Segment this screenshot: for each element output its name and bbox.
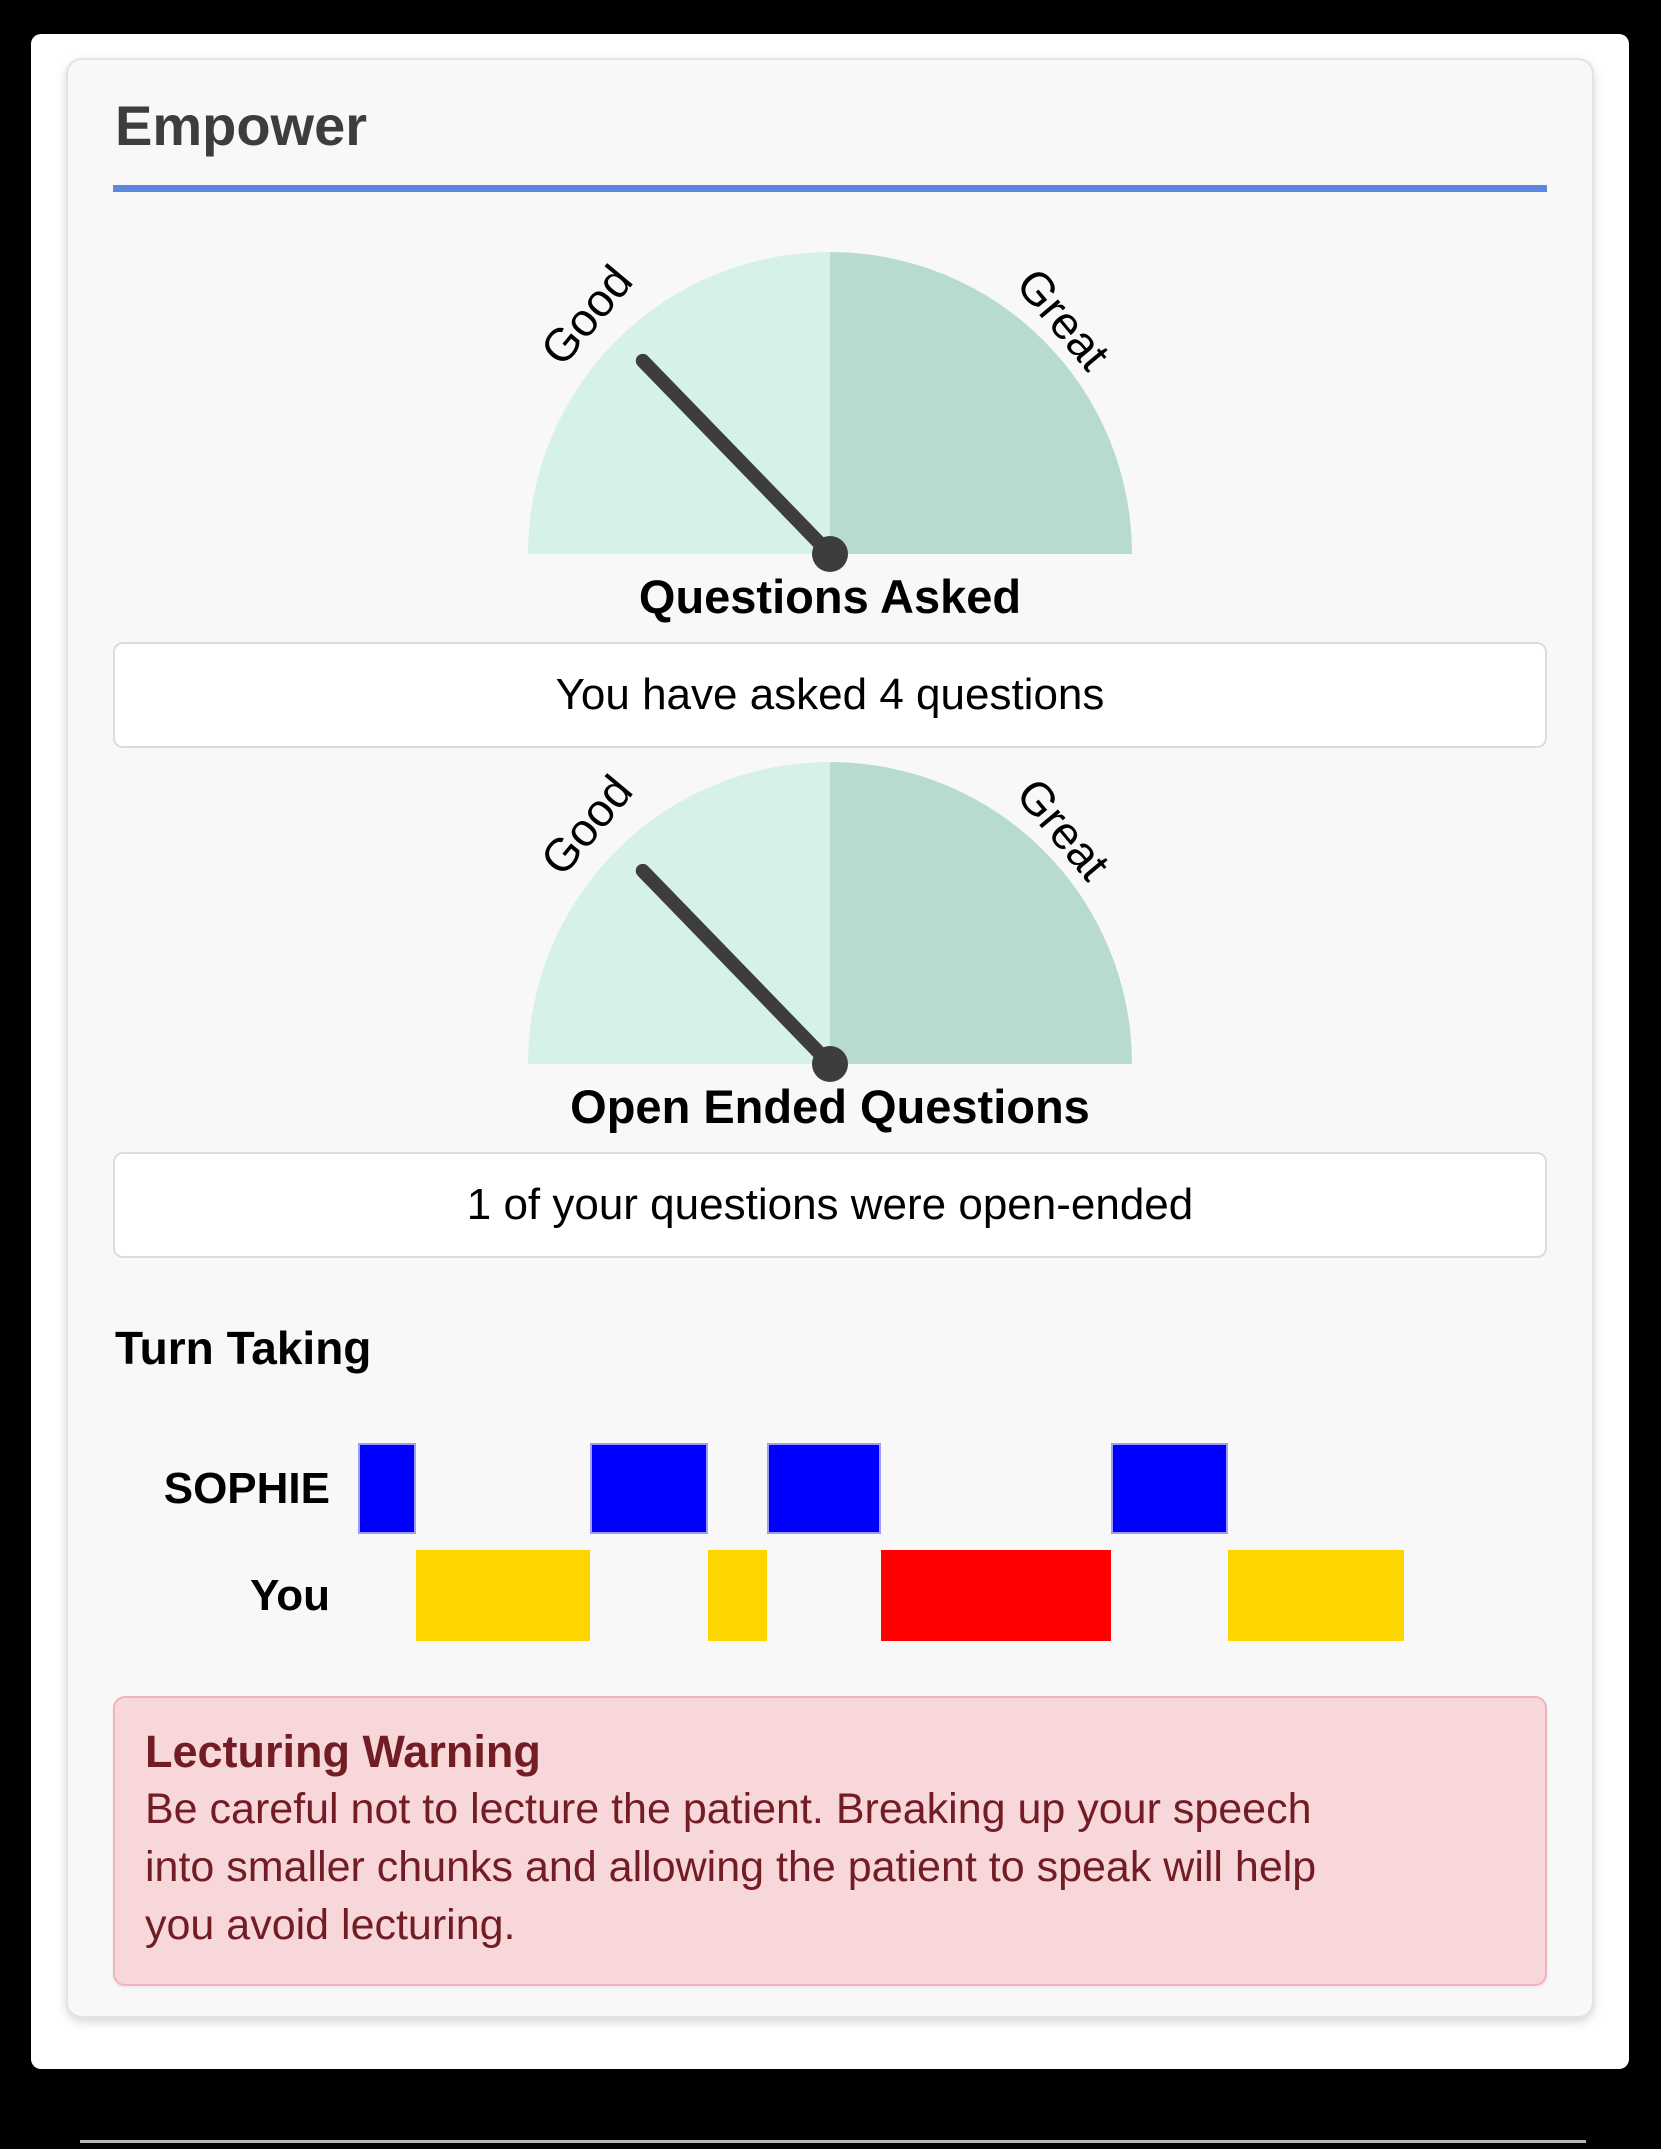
open-ended-summary-box: 1 of your questions were open-ended (113, 1152, 1547, 1259)
speech-segment-blue (766, 1443, 881, 1535)
warning-title: Lecturing Warning (145, 1726, 541, 1778)
questions-asked-section: Good Great Questions Asked You have aske… (113, 252, 1547, 749)
questions-asked-gauge: Good Great (528, 252, 1132, 573)
row-label-you: You (250, 1570, 330, 1620)
open-ended-gauge: Good Great (528, 762, 1132, 1083)
speech-track-sophie (358, 1443, 1404, 1535)
speech-segment-blue (1111, 1443, 1229, 1535)
warning-text-line: Be careful not to lecture the patient. B… (145, 1785, 1312, 1834)
page-title: Empower (115, 94, 368, 157)
turn-taking-row-sophie: SOPHIE (113, 1443, 1547, 1535)
speech-segment-red (881, 1550, 1112, 1642)
open-ended-questions-section: Good Great Open Ended Questions 1 of you… (113, 762, 1547, 1259)
gauge-title: Questions Asked (638, 570, 1022, 624)
turn-taking-chart: SOPHIE You (113, 1443, 1547, 1642)
report-panel: Empower Good Great Questions Asked You h… (31, 34, 1629, 2069)
speech-track-you (358, 1550, 1404, 1642)
speech-segment-blue (358, 1443, 416, 1535)
bottom-divider (80, 2140, 1586, 2143)
gauge-pivot (812, 536, 848, 573)
questions-asked-summary-box: You have asked 4 questions (113, 642, 1547, 749)
gauge-title: Open Ended Questions (570, 1080, 1090, 1134)
speech-segment-yellow (1228, 1550, 1404, 1642)
row-label-sophie: SOPHIE (163, 1463, 330, 1513)
summary-text: 1 of your questions were open-ended (466, 1180, 1194, 1230)
gauge-pivot (812, 1046, 848, 1083)
warning-text-line: into smaller chunks and allowing the pat… (145, 1843, 1317, 1892)
title-underline (113, 185, 1547, 193)
lecturing-warning-box: Lecturing Warning Be careful not to lect… (113, 1696, 1547, 1987)
speech-segment-yellow (415, 1550, 591, 1642)
speech-segment-yellow (708, 1550, 767, 1642)
summary-text: You have asked 4 questions (555, 670, 1105, 720)
warning-text-line: you avoid lecturing. (145, 1901, 516, 1950)
speech-segment-blue (590, 1443, 709, 1535)
turn-taking-row-you: You (113, 1550, 1547, 1642)
turn-taking-heading: Turn Taking (115, 1322, 372, 1375)
empower-card: Empower Good Great Questions Asked You h… (66, 58, 1594, 2018)
